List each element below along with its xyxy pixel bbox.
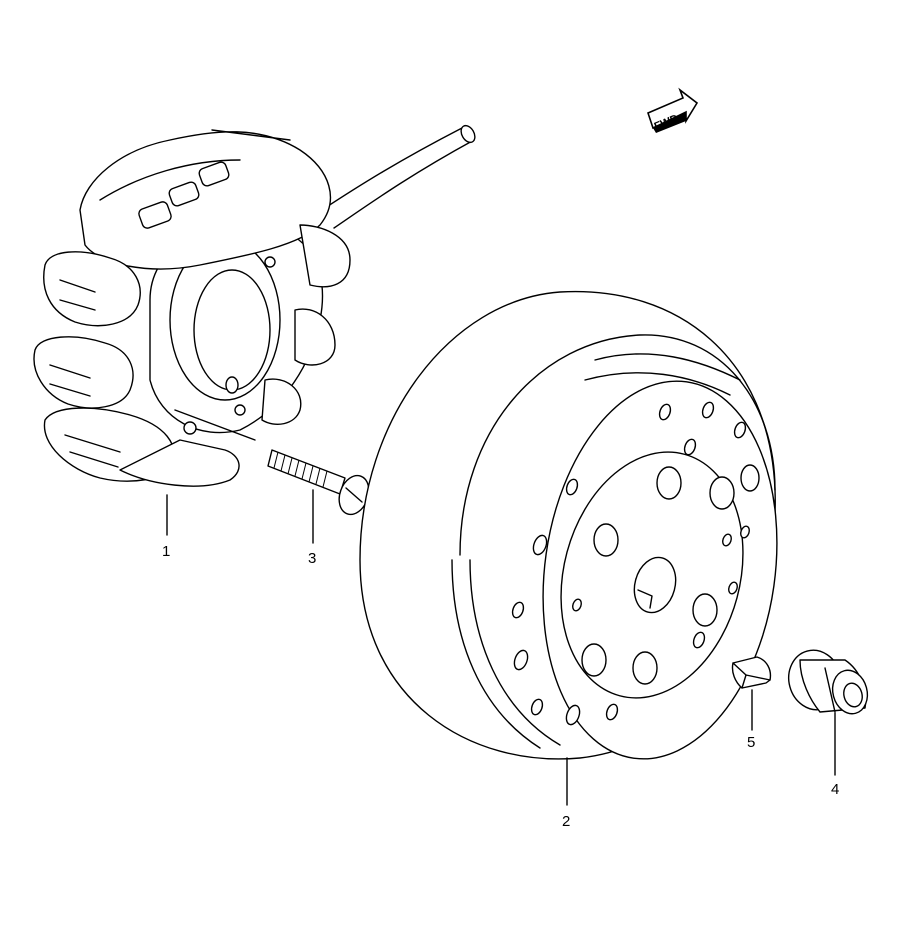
fwd-arrow-icon: FWD (647, 87, 699, 133)
callout-1: 1 (162, 543, 170, 560)
flywheel-rotor (359, 290, 778, 806)
screw (267, 449, 370, 544)
callout-4: 4 (831, 781, 839, 798)
callout-5: 5 (747, 734, 755, 751)
callout-2: 2 (562, 813, 570, 830)
callout-3: 3 (308, 550, 316, 567)
woodruff-key (731, 656, 772, 731)
stator-assembly (33, 124, 476, 536)
nut (788, 649, 869, 776)
